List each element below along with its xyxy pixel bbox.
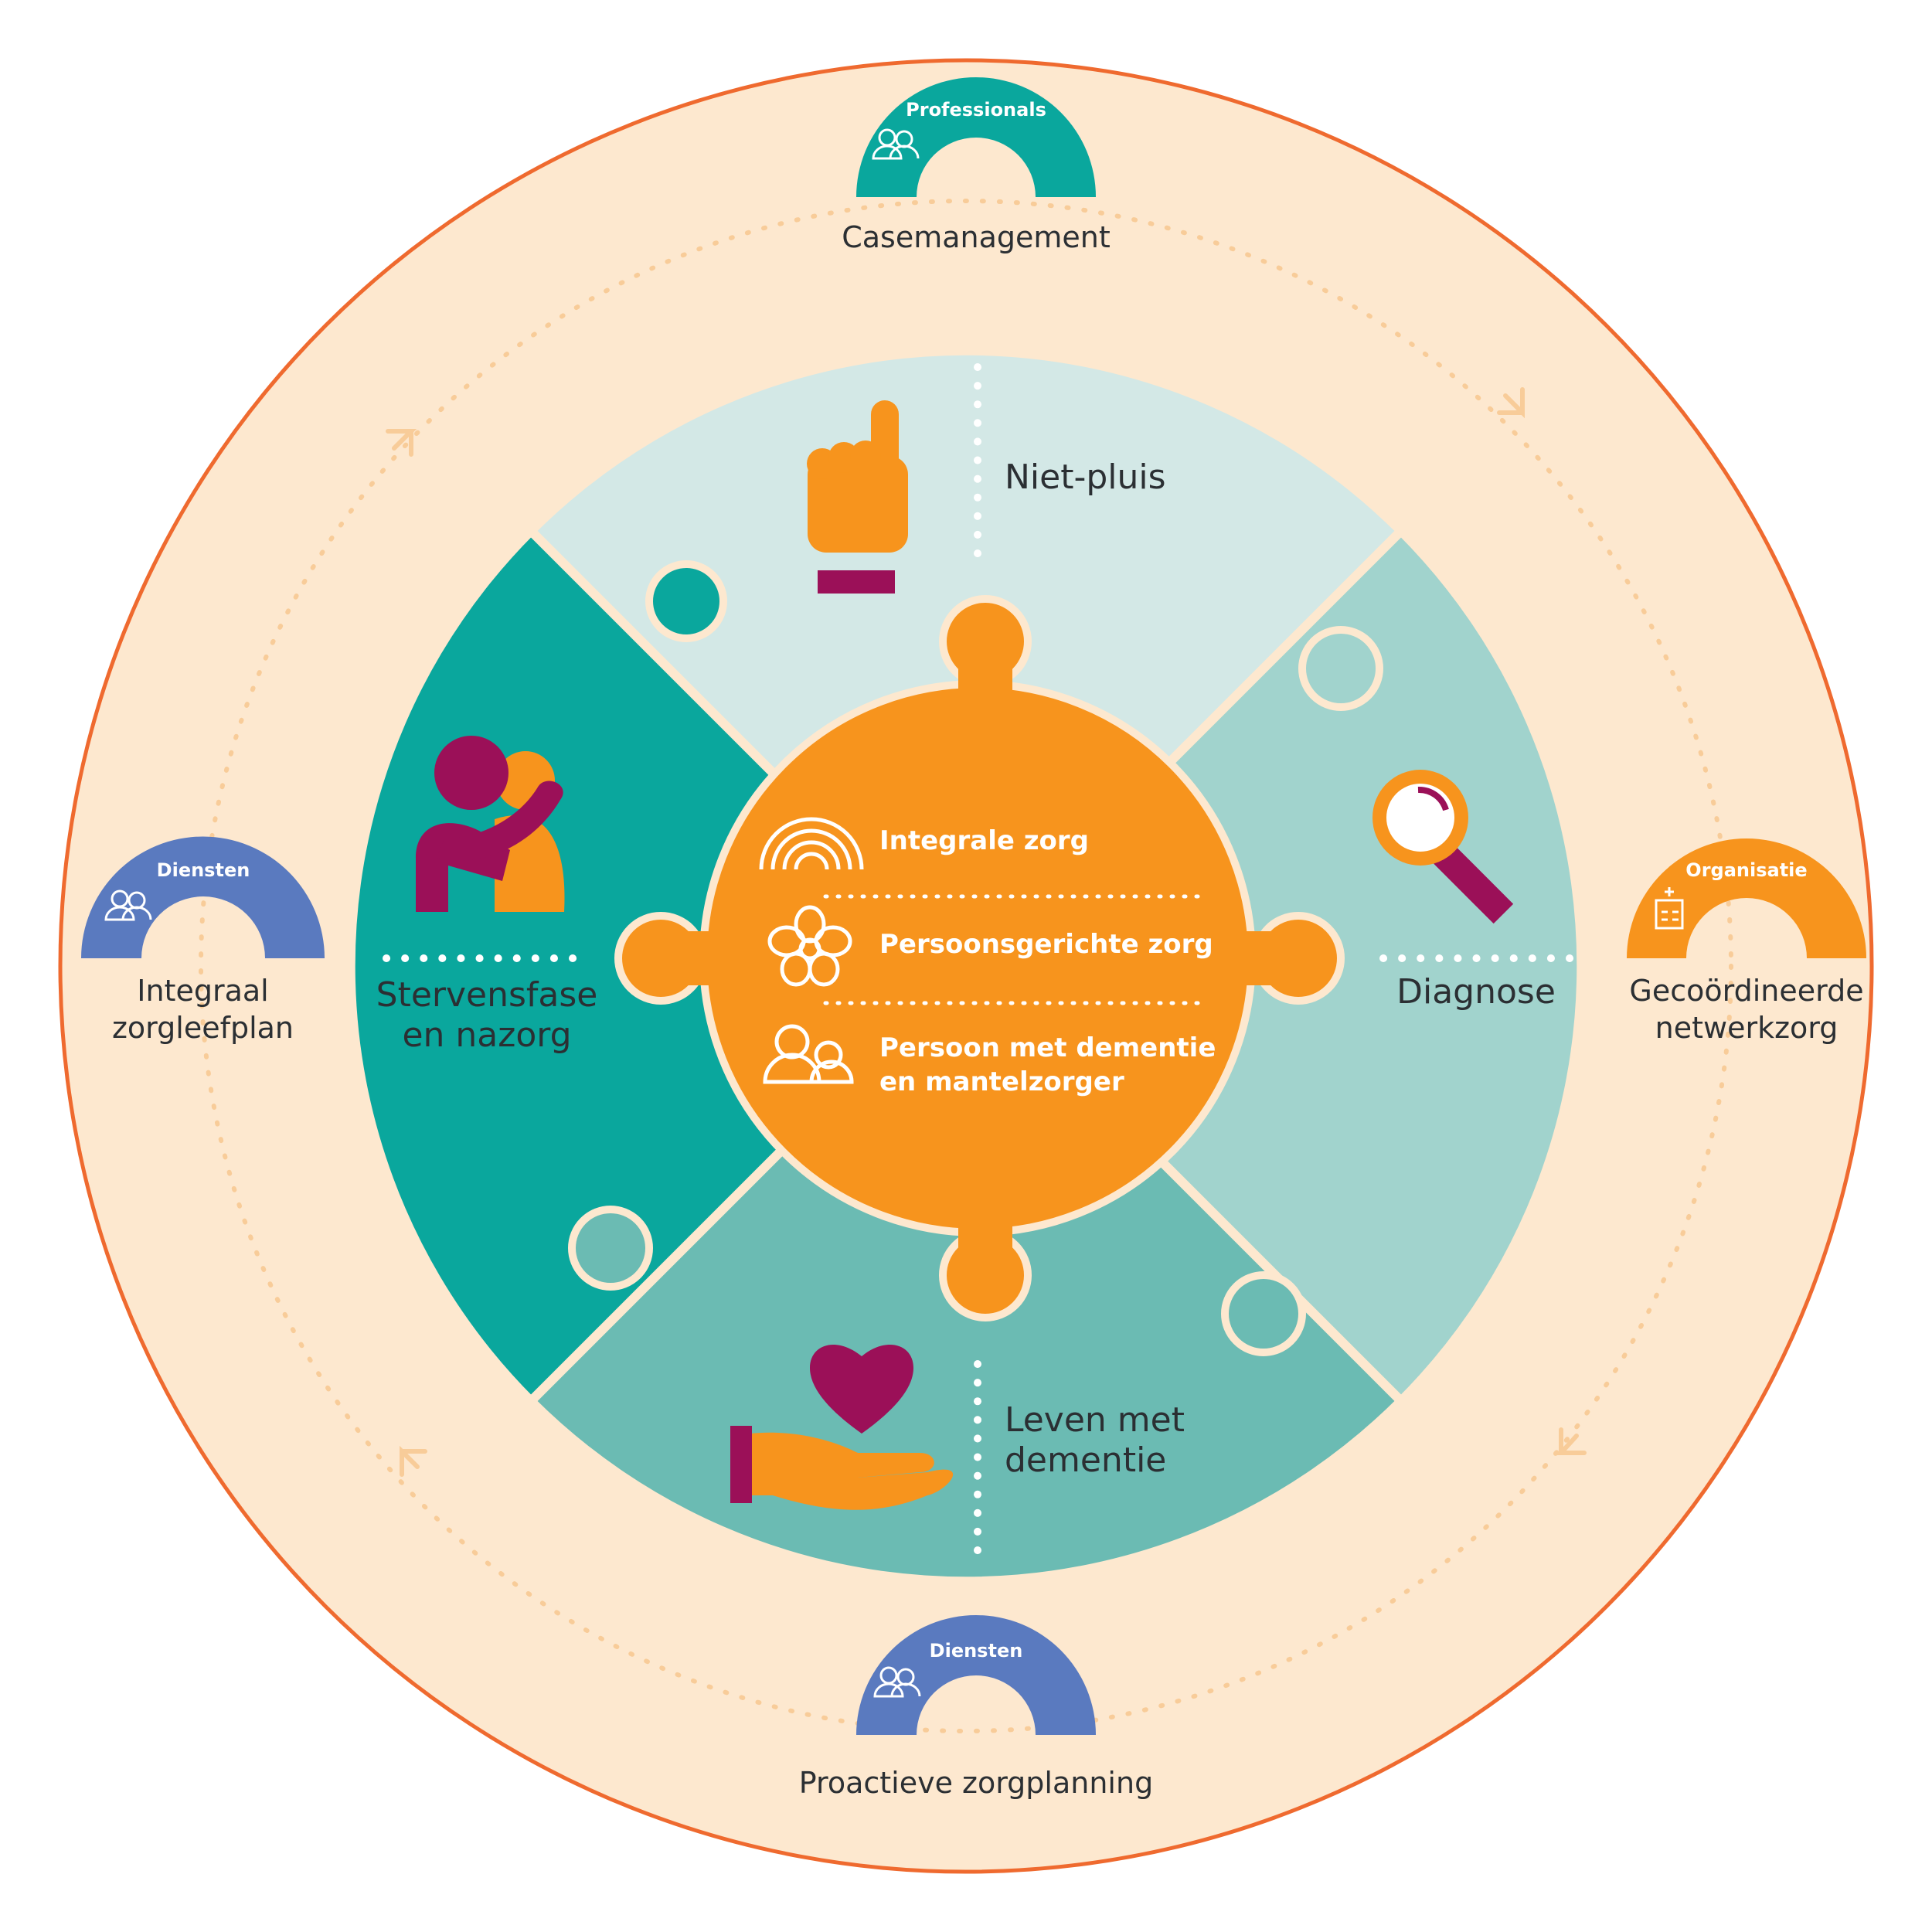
badge-tag-organisatie: Organisatie	[1685, 859, 1808, 881]
diensten-icon-left	[104, 889, 152, 921]
magnifier-icon	[1372, 770, 1514, 924]
label-diagnose: Diagnose	[1396, 972, 1556, 1012]
organisation-icon	[1655, 887, 1684, 930]
arrow-top-right-icon	[1497, 387, 1525, 419]
rainbow-icon	[759, 817, 864, 870]
quadrant-dividers	[383, 363, 1577, 1557]
center-item-integrale-zorg: Integrale zorg	[879, 825, 1090, 856]
arrow-bottom-right-icon	[1556, 1427, 1587, 1455]
heart-hand-icon	[730, 1344, 954, 1510]
embrace-icon	[416, 736, 565, 912]
diensten-icon-bottom	[873, 1666, 921, 1698]
badge-tag-professionals: Professionals	[906, 99, 1046, 121]
arch-badge-right	[1627, 838, 1866, 958]
label-proactieve-zorgplanning: Proactieve zorgplanning	[798, 1766, 1154, 1800]
puzzle-knobs	[568, 560, 1383, 1356]
label-casemanagement: Casemanagement	[842, 220, 1111, 254]
professionals-icon	[872, 128, 920, 160]
arch-badge-bottom	[856, 1615, 1096, 1735]
flower-icon	[767, 905, 852, 987]
cycle-dotted-circle	[199, 199, 1733, 1733]
people-icon	[763, 1024, 854, 1084]
badge-tag-diensten-bottom: Diensten	[929, 1640, 1023, 1662]
arch-badge-top	[856, 77, 1096, 197]
arrow-top-left-icon	[386, 429, 417, 457]
pointing-hand-icon	[807, 400, 908, 594]
center-item-persoonsgerichte-zorg: Persoonsgerichte zorg	[879, 929, 1213, 960]
badge-tag-diensten-left: Diensten	[156, 859, 250, 881]
label-niet-pluis: Niet-pluis	[1005, 457, 1166, 497]
arch-badge-left	[81, 836, 325, 958]
center-separators	[823, 894, 1209, 1005]
cycle-arrows	[386, 387, 1587, 1477]
center-fill	[680, 665, 1275, 1252]
arrow-bottom-left-icon	[400, 1445, 427, 1477]
